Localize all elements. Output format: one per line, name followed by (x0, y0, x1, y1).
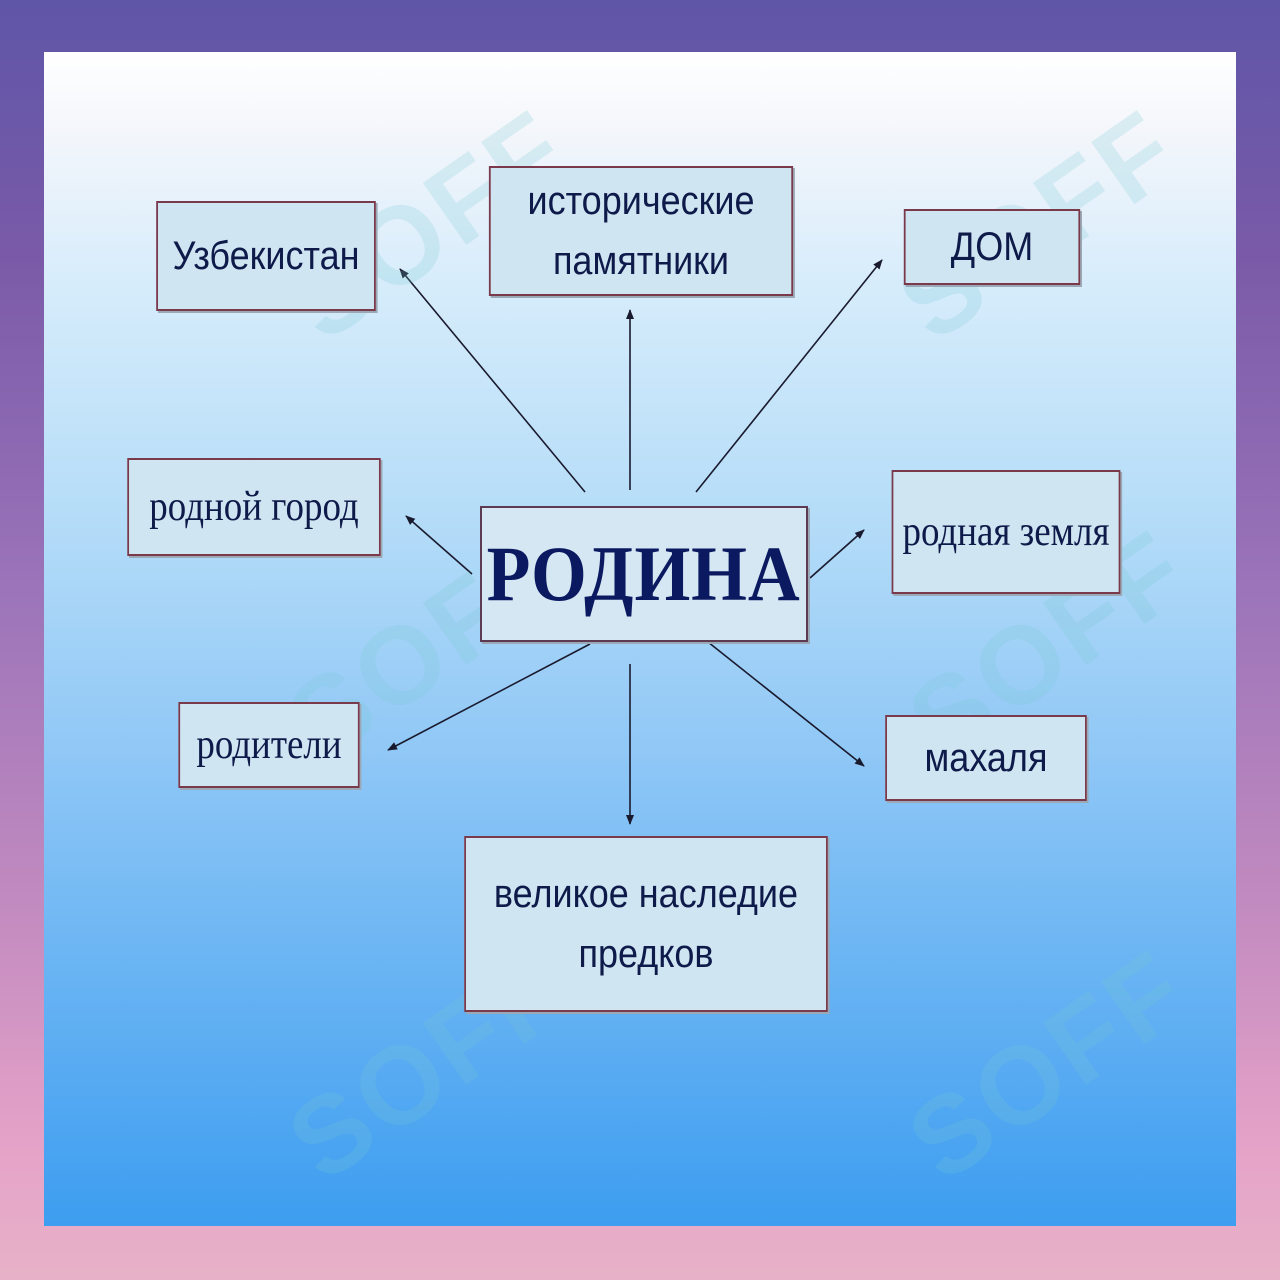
arrow-to-mahalla (707, 641, 865, 767)
arrow-to-uzbekistan (399, 268, 586, 493)
node-mahalla: махаля (885, 715, 1087, 801)
node-hometown: родной город (127, 458, 381, 556)
node-heritage: великое наследие предков (464, 836, 828, 1012)
node-parents-label: родители (196, 722, 342, 768)
node-native-land: родная земля (891, 470, 1121, 594)
node-uzbekistan-label: Узбекистан (172, 234, 360, 278)
diagram-slide: SOFF SOFF SOFF SOFF SOFF SOFF Узбекистан… (44, 52, 1236, 1226)
arrow-to-native-land (809, 529, 865, 579)
node-hometown-label: родной город (149, 484, 359, 530)
arrow-to-hometown (405, 515, 473, 575)
arrow-to-home (695, 259, 883, 493)
node-home: ДОМ (903, 209, 1081, 285)
arrow-to-parents (387, 643, 591, 751)
node-native-land-label: родная земля (902, 509, 1110, 555)
node-heritage-label: великое наследие предков (493, 872, 799, 976)
node-parents: родители (178, 702, 360, 788)
node-mahalla-label: махаля (924, 736, 1048, 780)
node-center-label: РОДИНА (486, 530, 802, 617)
node-monuments-label: исторические памятники (527, 179, 755, 283)
node-monuments: исторические памятники (488, 166, 794, 296)
node-uzbekistan: Узбекистан (156, 201, 376, 311)
node-center: РОДИНА (480, 506, 808, 642)
connector-arrows (387, 259, 883, 825)
node-home-label: ДОМ (950, 225, 1034, 269)
